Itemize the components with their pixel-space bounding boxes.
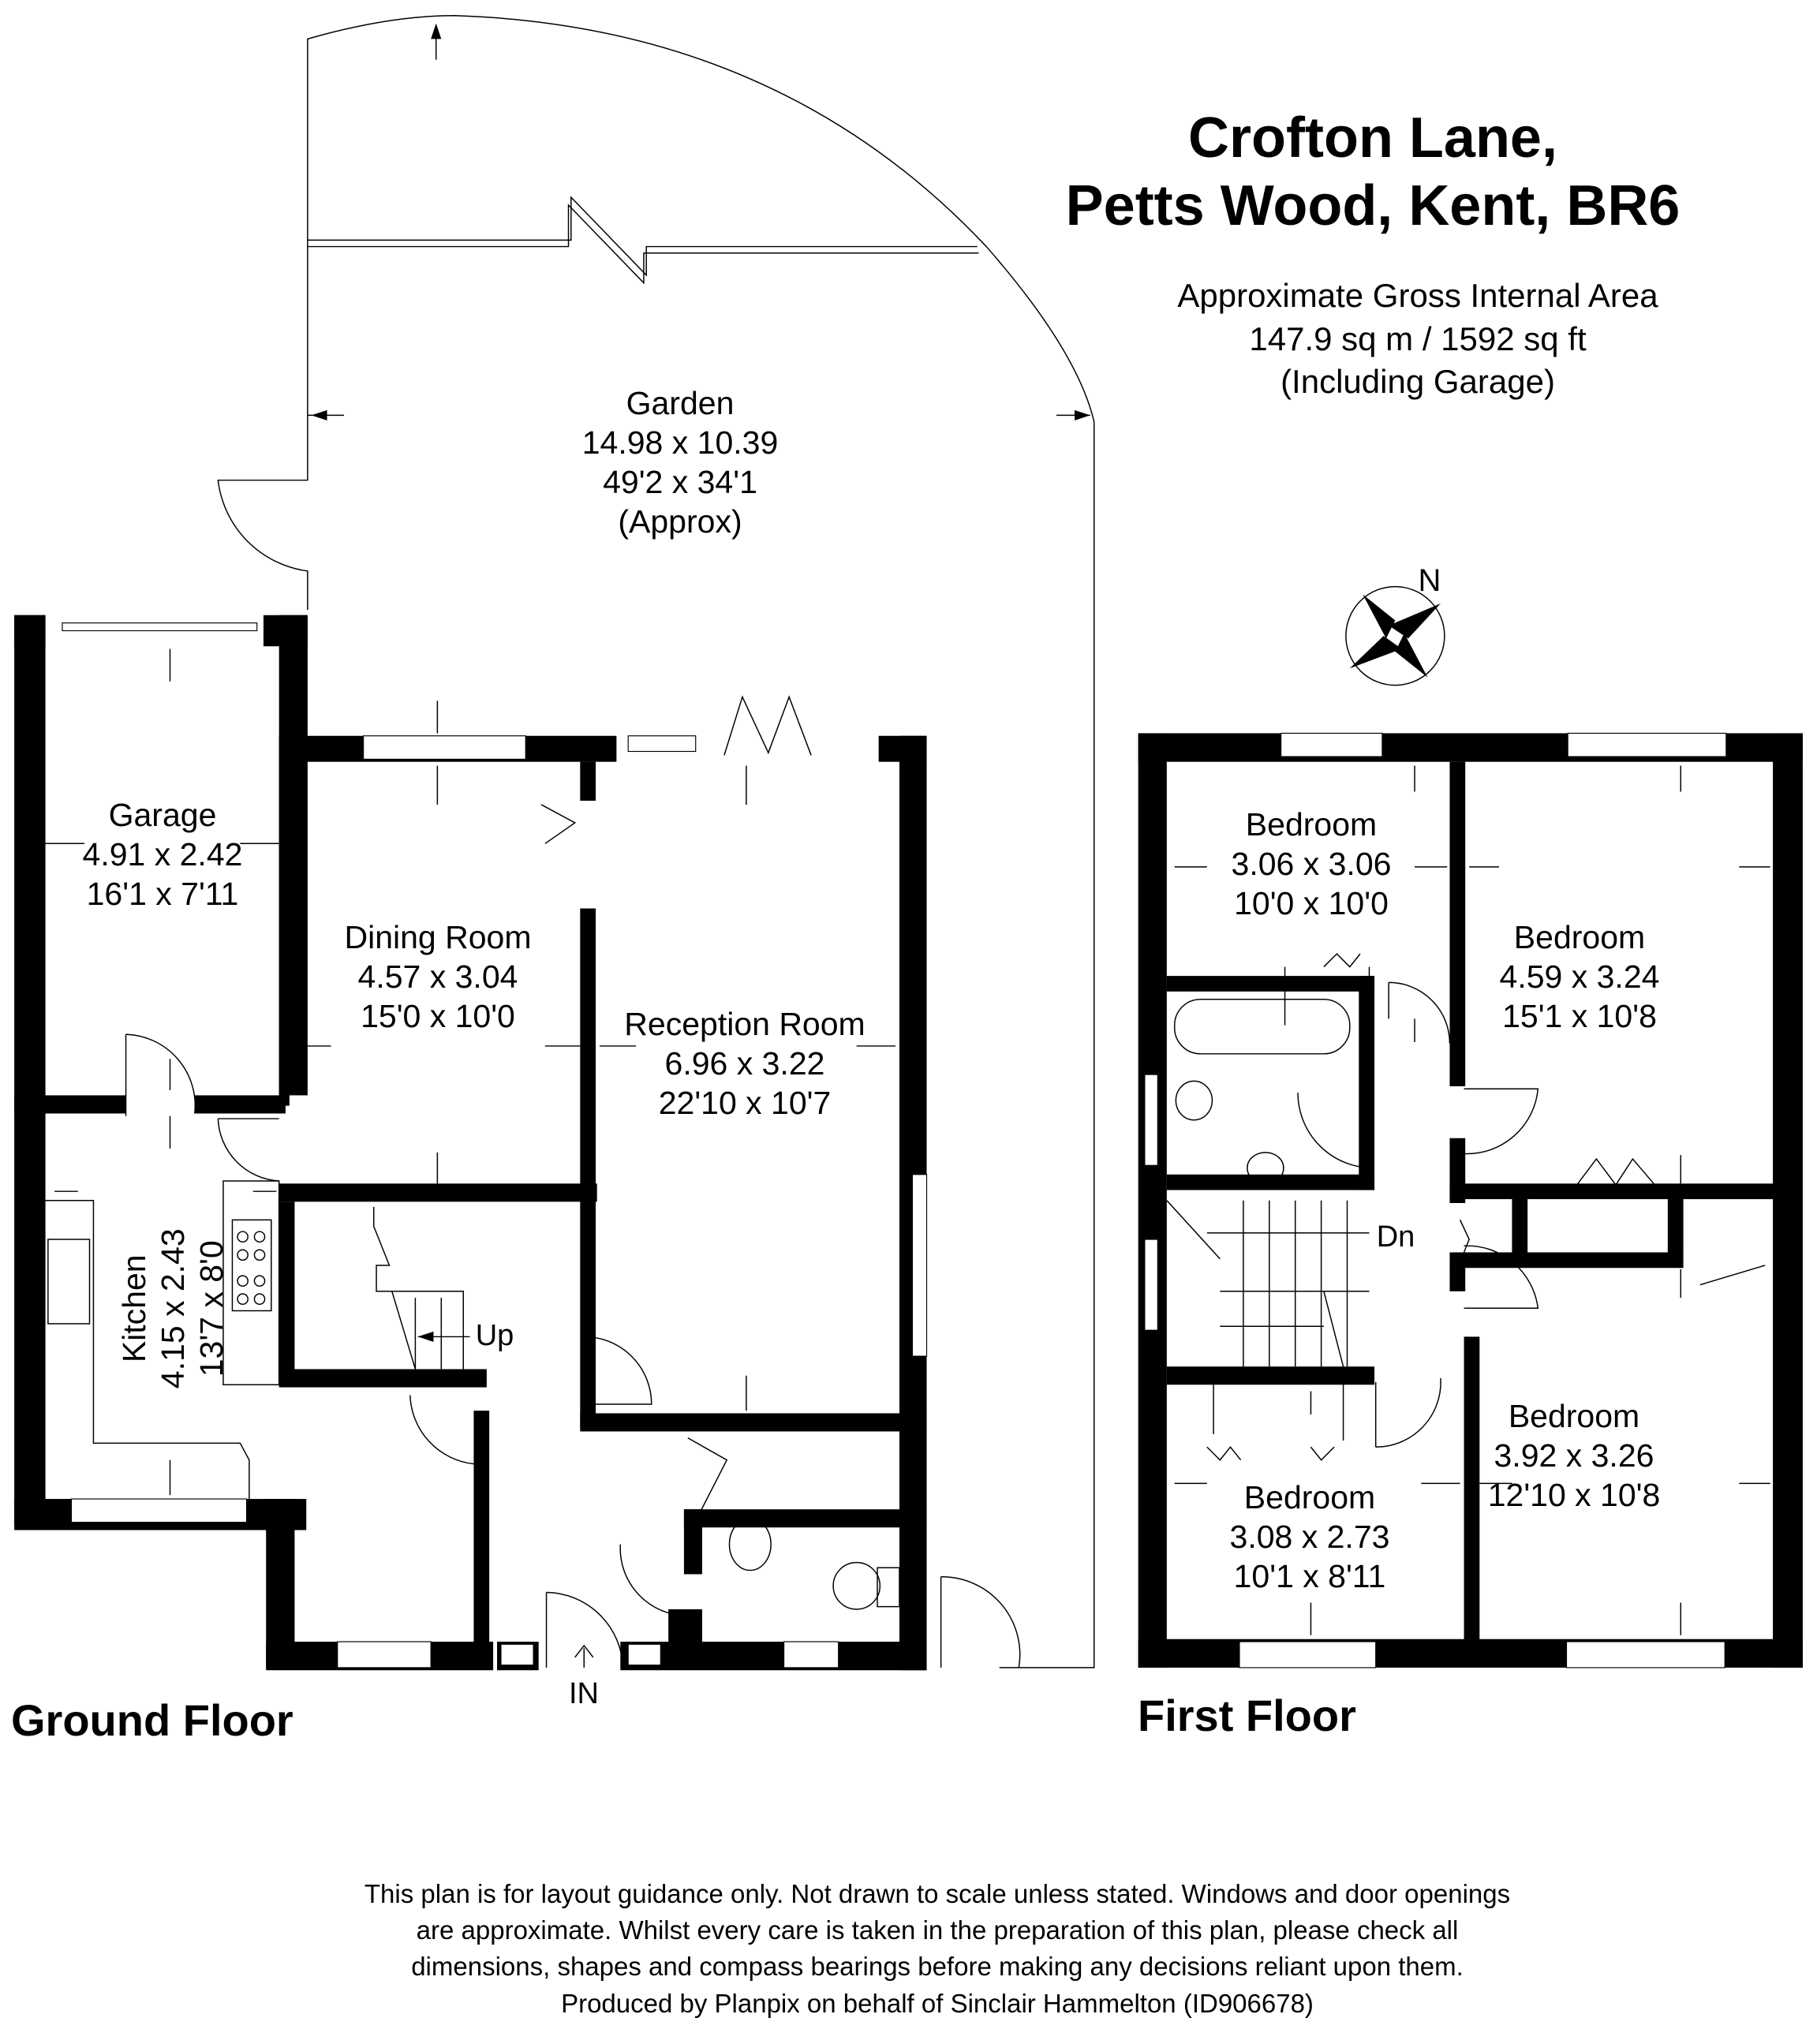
room-bedroom-sw: Bedroom 3.08 x 2.73 10'1 x 8'11	[1230, 1478, 1390, 1596]
compass-rose-icon	[1345, 585, 1445, 686]
room-bedroom-ne: Bedroom 4.59 x 3.24 15'1 x 10'8	[1500, 917, 1660, 1036]
room-name: Garden	[626, 385, 735, 421]
room-name: Garage	[108, 797, 217, 833]
disclaimer: This plan is for layout guidance only. N…	[365, 1876, 1510, 2022]
area-value: 147.9 sq m / 1592 sq ft	[1249, 319, 1587, 357]
ground-floor-dimension-arrows	[45, 648, 896, 1496]
room-metric: 4.59 x 3.24	[1499, 958, 1660, 996]
room-imperial: 15'0 x 10'0	[361, 998, 515, 1035]
first-floor-dimension-arrows	[1174, 765, 1770, 1635]
page-title: Crofton Lane, Petts Wood, Kent, BR6	[1066, 104, 1681, 241]
ground-floor-label: Ground Floor	[11, 1695, 293, 1745]
room-metric: 4.15 x 2.43	[155, 1228, 192, 1389]
garden-outline	[217, 15, 1095, 1668]
room-metric: 6.96 x 3.22	[664, 1045, 825, 1082]
title-line-1: Crofton Lane,	[1188, 106, 1557, 170]
room-name: Kitchen	[116, 1254, 153, 1363]
room-metric: 3.92 x 3.26	[1494, 1437, 1654, 1474]
ground-floor-walls	[14, 615, 928, 1671]
first-floor-label: First Floor	[1138, 1691, 1356, 1740]
room-reception: Reception Room 6.96 x 3.22 22'10 x 10'7	[624, 1004, 865, 1123]
room-garden: Garden 14.98 x 10.39 49'2 x 34'1 (Approx…	[582, 383, 778, 541]
room-metric: 4.91 x 2.42	[82, 836, 243, 873]
first-floor-walls	[1138, 732, 1803, 1668]
area-note: (Including Garage)	[1280, 363, 1555, 401]
disclaimer-line-2: are approximate. Whilst every care is ta…	[416, 1915, 1459, 1945]
room-name: Bedroom	[1513, 919, 1646, 955]
room-imperial: 15'1 x 10'8	[1502, 998, 1657, 1035]
room-name: Dining Room	[344, 919, 532, 955]
room-garage: Garage 4.91 x 2.42 16'1 x 7'11	[83, 795, 243, 914]
disclaimer-line-1: This plan is for layout guidance only. N…	[364, 1879, 1511, 1908]
room-bedroom-nw: Bedroom 3.06 x 3.06 10'0 x 10'0	[1232, 805, 1392, 923]
room-note: (Approx)	[618, 503, 742, 540]
room-imperial: 49'2 x 34'1	[603, 464, 757, 501]
room-kitchen: Kitchen 4.15 x 2.43 13'7 x 8'0	[115, 1190, 232, 1427]
room-name: Reception Room	[624, 1006, 866, 1042]
room-imperial: 10'1 x 8'11	[1233, 1558, 1386, 1595]
compass-north-label: N	[1418, 563, 1441, 598]
room-name: Bedroom	[1243, 1479, 1376, 1515]
room-imperial: 13'7 x 8'0	[193, 1240, 230, 1377]
stairs-up-label: Up	[475, 1319, 514, 1352]
room-name: Bedroom	[1508, 1398, 1640, 1434]
room-dining: Dining Room 4.57 x 3.04 15'0 x 10'0	[345, 917, 532, 1036]
room-imperial: 10'0 x 10'0	[1234, 885, 1389, 922]
area-summary: Approximate Gross Internal Area 147.9 sq…	[1177, 275, 1658, 404]
room-bedroom-se: Bedroom 3.92 x 3.26 12'10 x 10'8	[1488, 1396, 1661, 1515]
room-metric: 4.57 x 3.04	[357, 958, 518, 996]
area-label: Approximate Gross Internal Area	[1177, 277, 1658, 314]
title-line-2: Petts Wood, Kent, BR6	[1065, 174, 1681, 238]
entrance-label: IN	[569, 1677, 599, 1710]
room-metric: 3.06 x 3.06	[1231, 846, 1392, 883]
room-imperial: 22'10 x 10'7	[658, 1085, 832, 1122]
room-imperial: 12'10 x 10'8	[1487, 1477, 1661, 1514]
room-metric: 3.08 x 2.73	[1229, 1519, 1390, 1556]
stairs-down-label: Dn	[1376, 1220, 1415, 1254]
room-imperial: 16'1 x 7'11	[86, 876, 239, 913]
disclaimer-line-3: dimensions, shapes and compass bearings …	[411, 1952, 1464, 1982]
first-floor-fixtures	[1166, 953, 1766, 1461]
room-name: Bedroom	[1245, 806, 1378, 843]
producer-credit: Produced by Planpix on behalf of Sinclai…	[561, 1988, 1314, 2018]
room-metric: 14.98 x 10.39	[581, 424, 779, 461]
ground-floor-fixtures	[45, 695, 1021, 1668]
